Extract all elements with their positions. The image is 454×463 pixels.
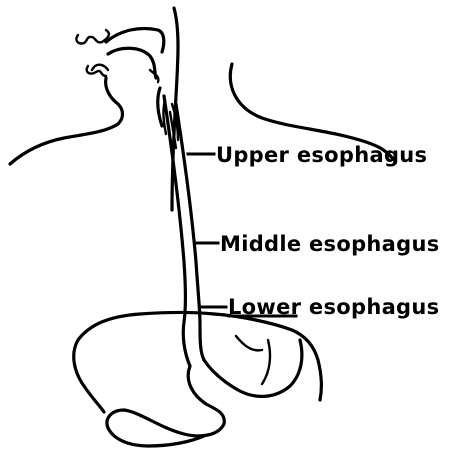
labels: Upper esophagus Middle esophagus Lower e… <box>216 143 440 319</box>
esophagus-tube <box>164 96 204 366</box>
stomach-outline <box>74 313 322 447</box>
label-lower-esophagus: Lower esophagus <box>228 295 439 319</box>
label-middle-esophagus: Middle esophagus <box>220 232 440 256</box>
label-upper-esophagus: Upper esophagus <box>216 143 427 167</box>
head-outline <box>10 8 178 210</box>
